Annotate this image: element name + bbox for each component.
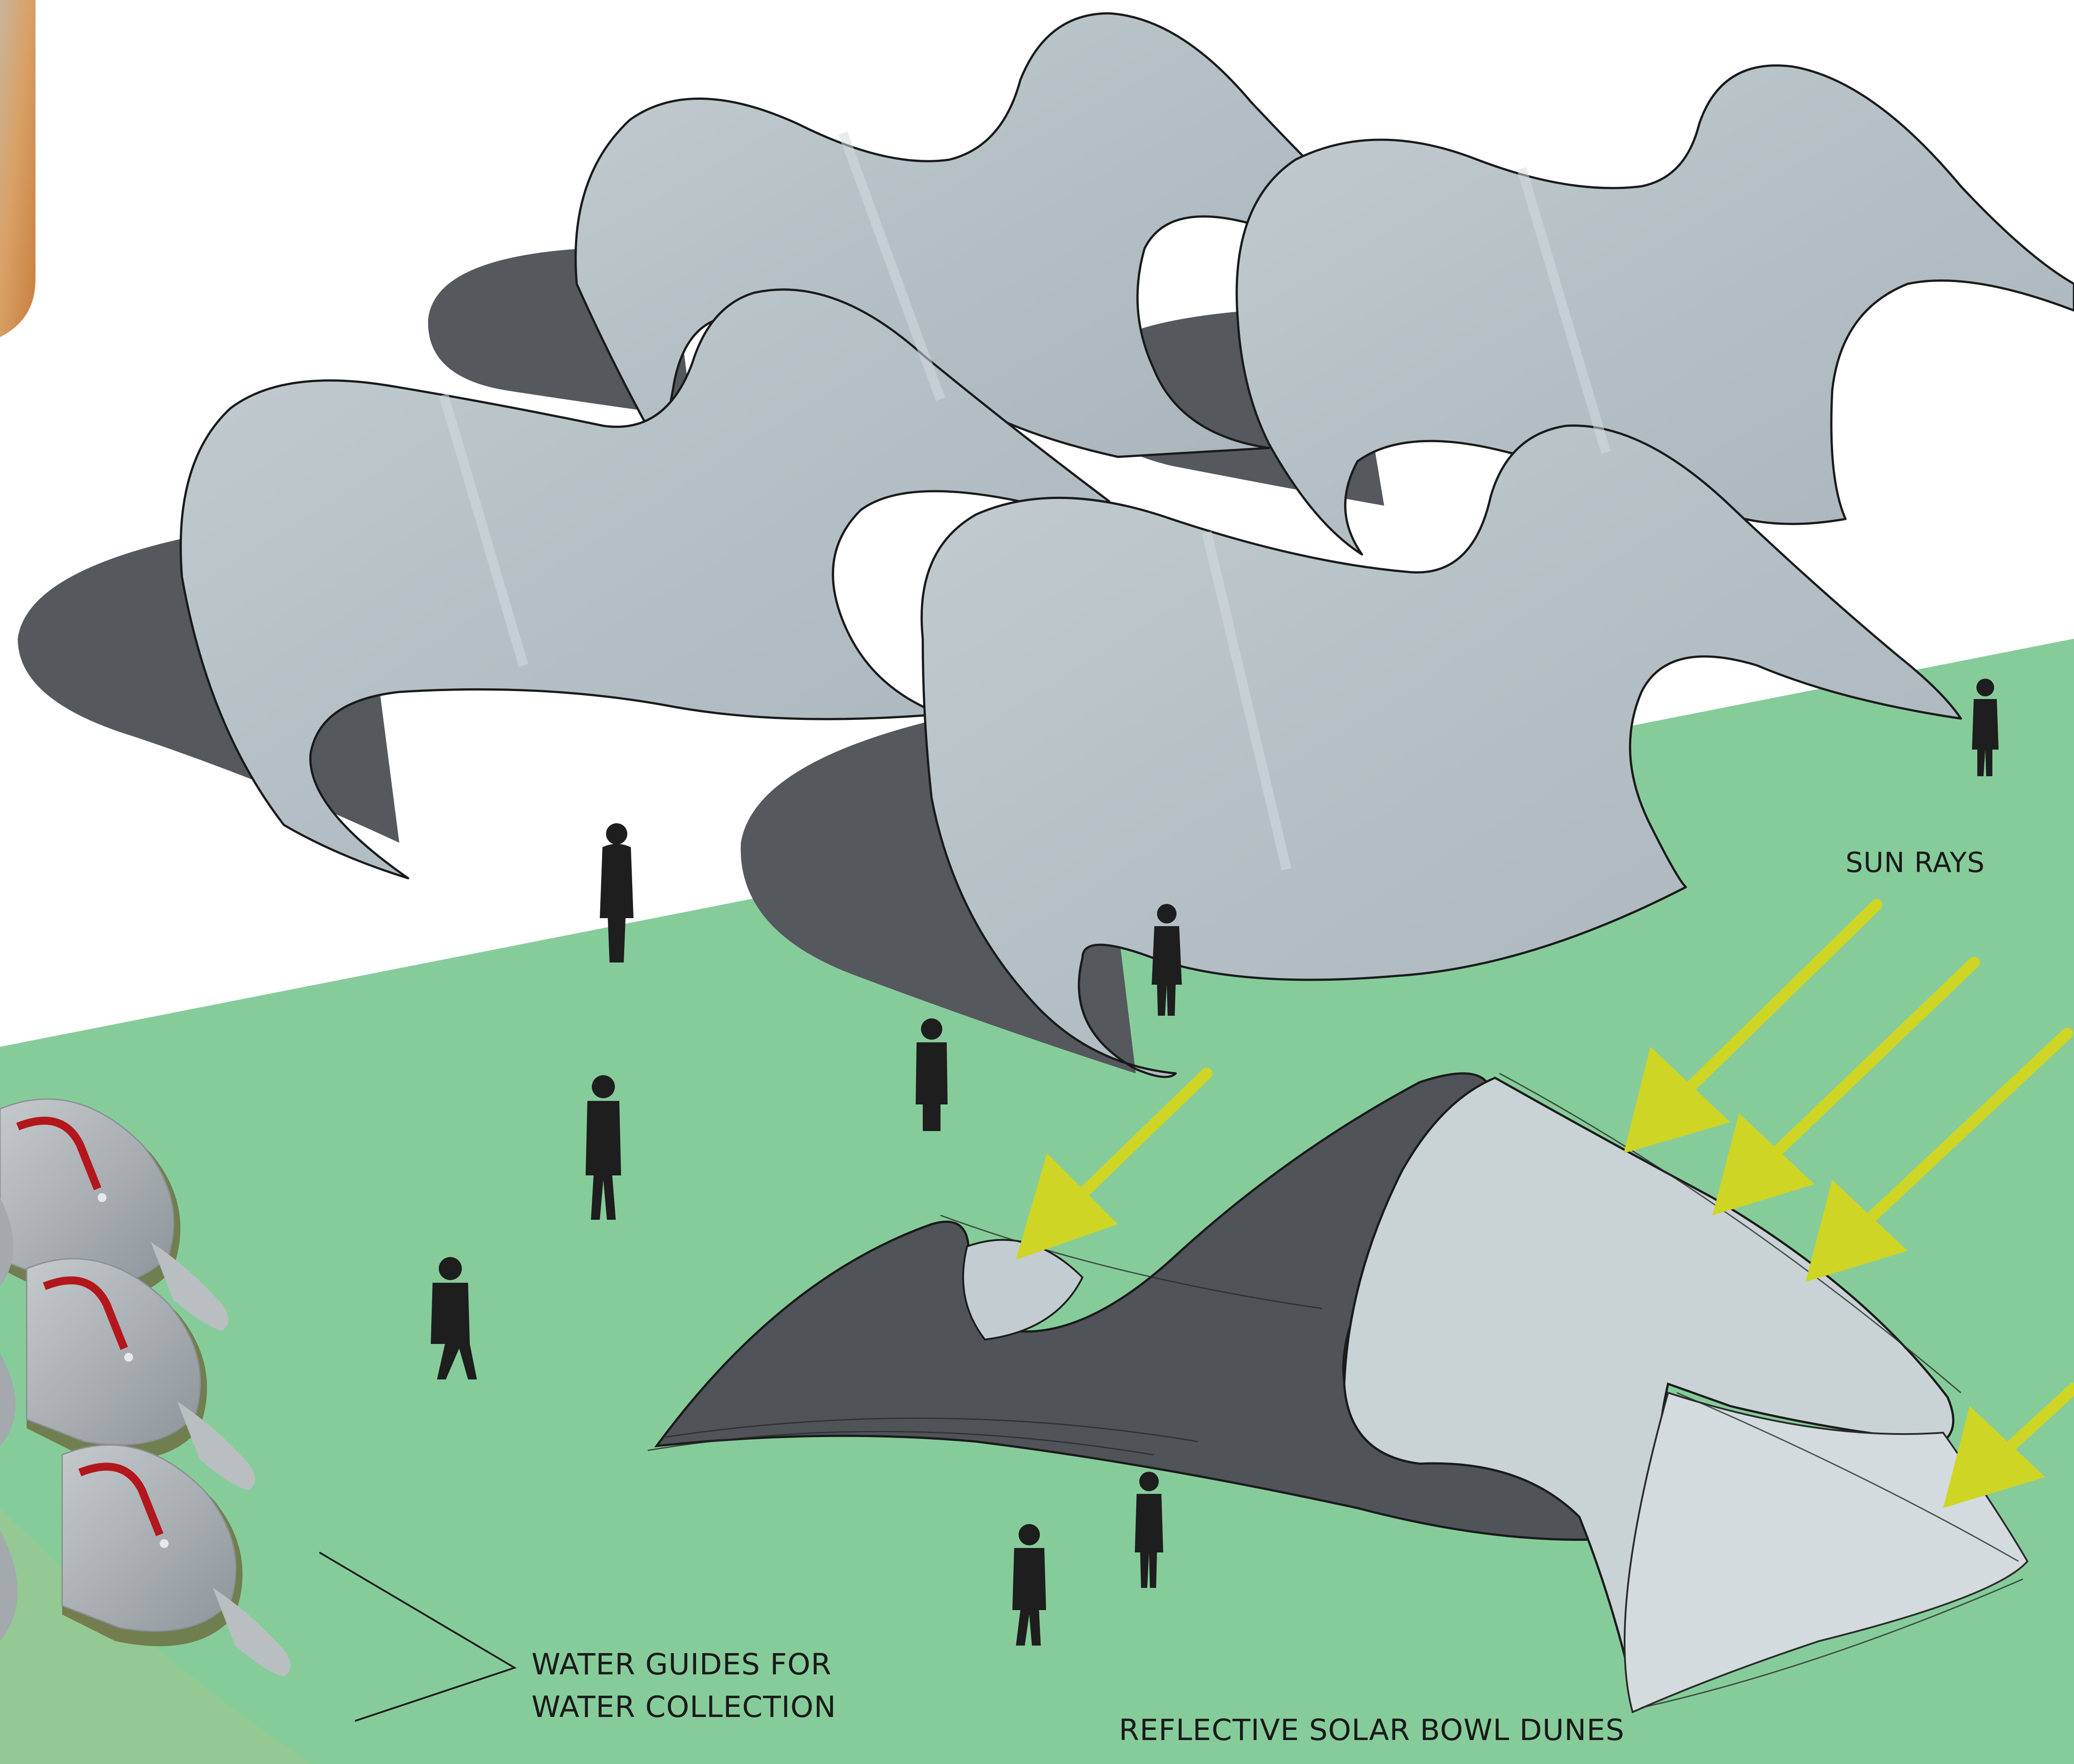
desert-photo-thumbnail bbox=[0, 0, 35, 337]
reflective-dunes-label: REFLECTIVE SOLAR BOWL DUNES bbox=[1119, 1713, 1625, 1747]
sun-rays-label: SUN RAYS bbox=[1846, 846, 1985, 879]
water-guides-label: WATER GUIDES FOR WATER COLLECTION bbox=[531, 1643, 836, 1729]
water-guides-label-line2: WATER COLLECTION bbox=[531, 1686, 836, 1729]
water-guides-label-line1: WATER GUIDES FOR bbox=[531, 1643, 836, 1686]
